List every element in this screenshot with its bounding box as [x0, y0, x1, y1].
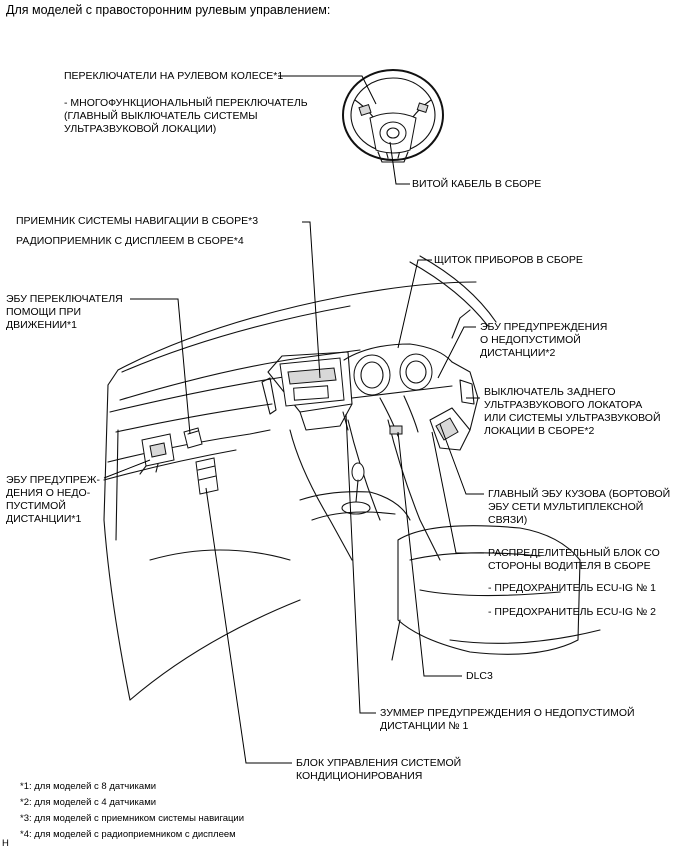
corner-mark: H — [2, 838, 9, 849]
label-clearance-warning-ecu-2: ЭБУ ПРЕДУПРЕЖДЕНИЯ О НЕДОПУСТИМОЙ ДИСТАН… — [480, 321, 608, 359]
label-junction-block: РАСПРЕДЕЛИТЕЛЬНЫЙ БЛОК СО СТОРОНЫ ВОДИТЕ… — [488, 547, 660, 572]
page-title: Для моделей с правосторонним рулевым упр… — [6, 3, 331, 17]
component-drawings — [139, 411, 403, 495]
label-spiral-cable: ВИТОЙ КАБЕЛЬ В СБОРЕ — [412, 178, 542, 190]
dashboard-drawing — [103, 255, 601, 701]
footnote-3: *3: для моделей с приемником системы нав… — [20, 813, 245, 824]
leader-lines — [103, 75, 484, 764]
label-steering-switches: ПЕРЕКЛЮЧАТЕЛИ НА РУЛЕВОМ КОЛЕСЕ*1 — [64, 70, 284, 82]
label-buzzer: ЗУММЕР ПРЕДУПРЕЖДЕНИЯ О НЕДОПУСТИМОЙ ДИС… — [380, 707, 635, 732]
label-main-body-ecu: ГЛАВНЫЙ ЭБУ КУЗОВА (БОРТОВОЙ ЭБУ СЕТИ МУ… — [488, 488, 671, 526]
label-navigation-receiver: ПРИЕМНИК СИСТЕМЫ НАВИГАЦИИ В СБОРЕ*3 — [16, 215, 259, 227]
footnote-4: *4: для моделей с радиоприемником с дисп… — [20, 829, 236, 840]
label-combination-meter: ЩИТОК ПРИБОРОВ В СБОРЕ — [434, 254, 583, 266]
footnote-1: *1: для моделей с 8 датчиками — [20, 781, 157, 792]
label-fuse-2: - ПРЕДОХРАНИТЕЛЬ ECU-IG № 2 — [488, 606, 657, 618]
label-dlc3: DLC3 — [466, 670, 493, 682]
label-fuse-1: - ПРЕДОХРАНИТЕЛЬ ECU-IG № 1 — [488, 582, 657, 594]
label-radio-receiver: РАДИОПРИЕМНИК С ДИСПЛЕЕМ В СБОРЕ*4 — [16, 235, 244, 247]
label-multifunction-switch: - МНОГОФУНКЦИОНАЛЬНЫЙ ПЕРЕКЛЮЧАТЕЛЬ (ГЛА… — [64, 97, 308, 135]
label-rear-sonar-switch: ВЫКЛЮЧАТЕЛЬ ЗАДНЕГО УЛЬТРАЗВУКОВОГО ЛОКА… — [484, 386, 661, 437]
footnote-2: *2: для моделей с 4 датчиками — [20, 797, 157, 808]
label-clearance-warning-ecu-1: ЭБУ ПРЕДУПРЕЖ- ДЕНИЯ О НЕДО- ПУСТИМОЙ ДИ… — [6, 474, 100, 525]
label-ac-amplifier: БЛОК УПРАВЛЕНИЯ СИСТЕМОЙ КОНДИЦИОНИРОВАН… — [296, 757, 462, 782]
steering-wheel-drawing — [342, 69, 444, 163]
label-driving-support-ecu: ЭБУ ПЕРЕКЛЮЧАТЕЛЯ ПОМОЩИ ПРИ ДВИЖЕНИИ*1 — [6, 293, 123, 331]
